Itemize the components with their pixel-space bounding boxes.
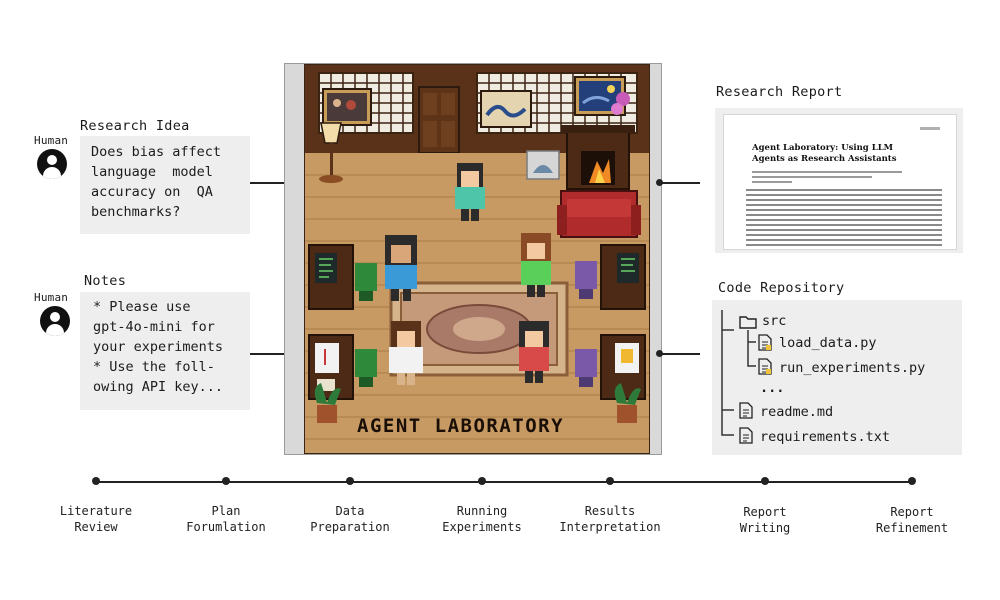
code-repository-box: src load_data.py run_experiments.py ... … [712, 300, 962, 455]
stage-line: Experiments [442, 520, 522, 534]
stage-line: Review [74, 520, 118, 534]
repo-folder-src[interactable]: src [762, 313, 787, 329]
paper-title: Agent Laboratory: Using LLM Agents as Re… [752, 143, 897, 164]
stage-line: Report [743, 505, 787, 519]
notes-line: * Use the foll- [93, 359, 215, 375]
floor-lamp-icon [319, 122, 343, 183]
timeline-dot [606, 477, 614, 485]
agent-red-icon [519, 321, 549, 383]
file-icon [739, 402, 753, 419]
notes-line: gpt-4o-mini for [93, 319, 215, 335]
couch-icon [557, 190, 641, 238]
repo-ellipsis: ... [760, 380, 785, 396]
tree-lines [721, 310, 756, 436]
research-idea-title: Research Idea [80, 118, 190, 134]
timeline-dot [346, 477, 354, 485]
plant-right-icon [614, 383, 641, 423]
research-idea-line: Does bias affect [91, 144, 222, 160]
research-idea-line: benchmarks? [91, 204, 181, 220]
human-label-notes: Human [34, 291, 69, 304]
notes-line: owing API key... [93, 379, 224, 395]
human-avatar-icon [40, 306, 70, 336]
repo-connector [660, 353, 700, 355]
stage-line: Refinement [875, 521, 949, 535]
python-file-icon [758, 358, 772, 375]
stage-line: Forumlation [186, 520, 266, 534]
python-file-icon [758, 334, 772, 351]
stage-line: Plan [211, 504, 241, 518]
research-idea-line: language model [91, 164, 213, 180]
repo-file-requirements[interactable]: requirements.txt [760, 429, 891, 445]
stage-line: Writing [739, 521, 791, 535]
notes-title: Notes [84, 273, 127, 289]
stage-line: Data [335, 504, 365, 518]
desk-right-top [575, 244, 646, 310]
desk-left-top [308, 244, 377, 310]
notes-connector [250, 353, 290, 355]
research-report-paper: Agent Laboratory: Using LLM Agents as Re… [723, 114, 957, 250]
timeline-dot [222, 477, 230, 485]
notes-box: * Please use gpt-4o-mini for your experi… [80, 292, 250, 410]
human-label-idea: Human [34, 134, 69, 147]
repo-connector-dot [656, 350, 663, 357]
timeline-dot [908, 477, 916, 485]
repo-file-run-experiments[interactable]: run_experiments.py [779, 360, 926, 376]
agent-green-icon [521, 233, 551, 297]
research-idea-box: Does bias affect language model accuracy… [80, 136, 250, 234]
stage-line: Interpretation [559, 520, 661, 534]
stage-line: Results [584, 504, 636, 518]
flowers-icon [616, 92, 630, 106]
notes-line: * Please use [93, 299, 191, 315]
agent-teal-icon [455, 163, 485, 221]
folder-icon [739, 316, 757, 329]
timeline-dot [478, 477, 486, 485]
stage-line: Report [890, 505, 934, 519]
stage-line: Preparation [310, 520, 390, 534]
stage-line: Literature [59, 504, 133, 518]
research-report-title: Research Report [716, 84, 843, 100]
report-connector [660, 182, 700, 184]
paper-text-lines [746, 127, 942, 246]
repo-file-load-data[interactable]: load_data.py [779, 335, 877, 351]
agent-laboratory-room: AGENT LABORATORY [304, 64, 650, 454]
plant-left-icon [314, 383, 341, 423]
timeline-dot [761, 477, 769, 485]
agent-blue-icon [385, 235, 417, 301]
file-icon [739, 427, 753, 444]
code-repository-title: Code Repository [718, 280, 845, 296]
report-connector-dot [656, 179, 663, 186]
agent-white-icon [389, 321, 423, 385]
lab-scene [305, 65, 649, 453]
stage-line: Running [456, 504, 508, 518]
agent-laboratory-sign: AGENT LABORATORY [357, 415, 565, 437]
research-idea-line: accuracy on QA [91, 184, 213, 200]
notes-line: your experiments [93, 339, 224, 355]
desk-right-bottom [575, 334, 646, 400]
repo-file-readme[interactable]: readme.md [760, 404, 834, 420]
idea-connector [250, 182, 290, 184]
pipeline-timeline [96, 481, 914, 483]
timeline-dot [92, 477, 100, 485]
human-avatar-icon [37, 149, 67, 179]
